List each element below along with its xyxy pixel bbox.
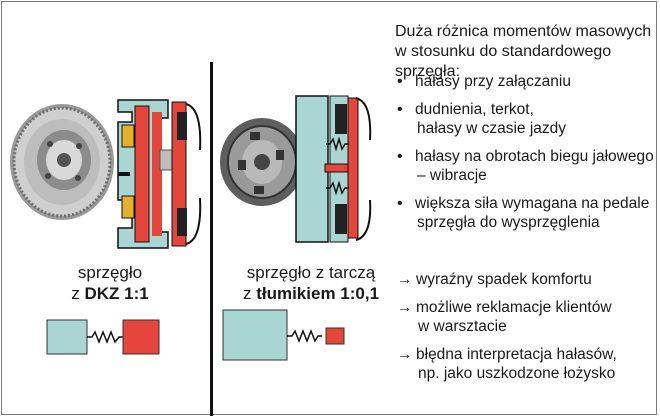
standard-clutch-cross-section: [295, 95, 372, 243]
vertical-divider: [210, 62, 213, 416]
list-item: hałasy na obrotach biegu jałowego – wibr…: [395, 147, 654, 185]
damper-caption-line1: sprzęgło z tarczą: [246, 263, 376, 282]
list-item: → błędna interpretacja hałasów, np. jako…: [397, 346, 617, 382]
list-item: → wyraźny spadek komfortu: [397, 271, 592, 288]
arrow-icon: →: [397, 346, 413, 363]
clutch-disc-photo: [220, 118, 304, 206]
mass-spring-model-damper: [222, 309, 345, 361]
arrow-icon: →: [397, 299, 413, 316]
arrow-icon: →: [397, 271, 413, 288]
symptom-list: hałasy przy załączaniu dudnienia, terkot…: [395, 72, 654, 232]
dkz-cross-section: [117, 99, 202, 249]
dkz-caption-line2: z DKZ 1:1: [71, 284, 149, 303]
mass-spring-model-dkz: [46, 319, 160, 355]
list-item: → możliwe reklamacje klientów w warsztac…: [397, 299, 612, 335]
damper-caption-line2: z tłumikiem 1:0,1: [242, 284, 380, 303]
consequence-list: → wyraźny spadek komfortu → możliwe rekl…: [397, 270, 617, 383]
dkz-caption-line1: sprzęgło: [77, 263, 143, 282]
dkz-caption: sprzęgło z DKZ 1:1: [62, 262, 158, 304]
dual-mass-flywheel-photo: [10, 104, 114, 220]
list-item: większa siła wymagana na pedale sprzęgła…: [395, 194, 654, 232]
damper-caption: sprzęgło z tarczą z tłumikiem 1:0,1: [236, 262, 386, 304]
list-item: dudnienia, terkot, hałasy w czasie jazdy: [395, 100, 654, 138]
list-item: hałasy przy załączaniu: [395, 72, 654, 91]
